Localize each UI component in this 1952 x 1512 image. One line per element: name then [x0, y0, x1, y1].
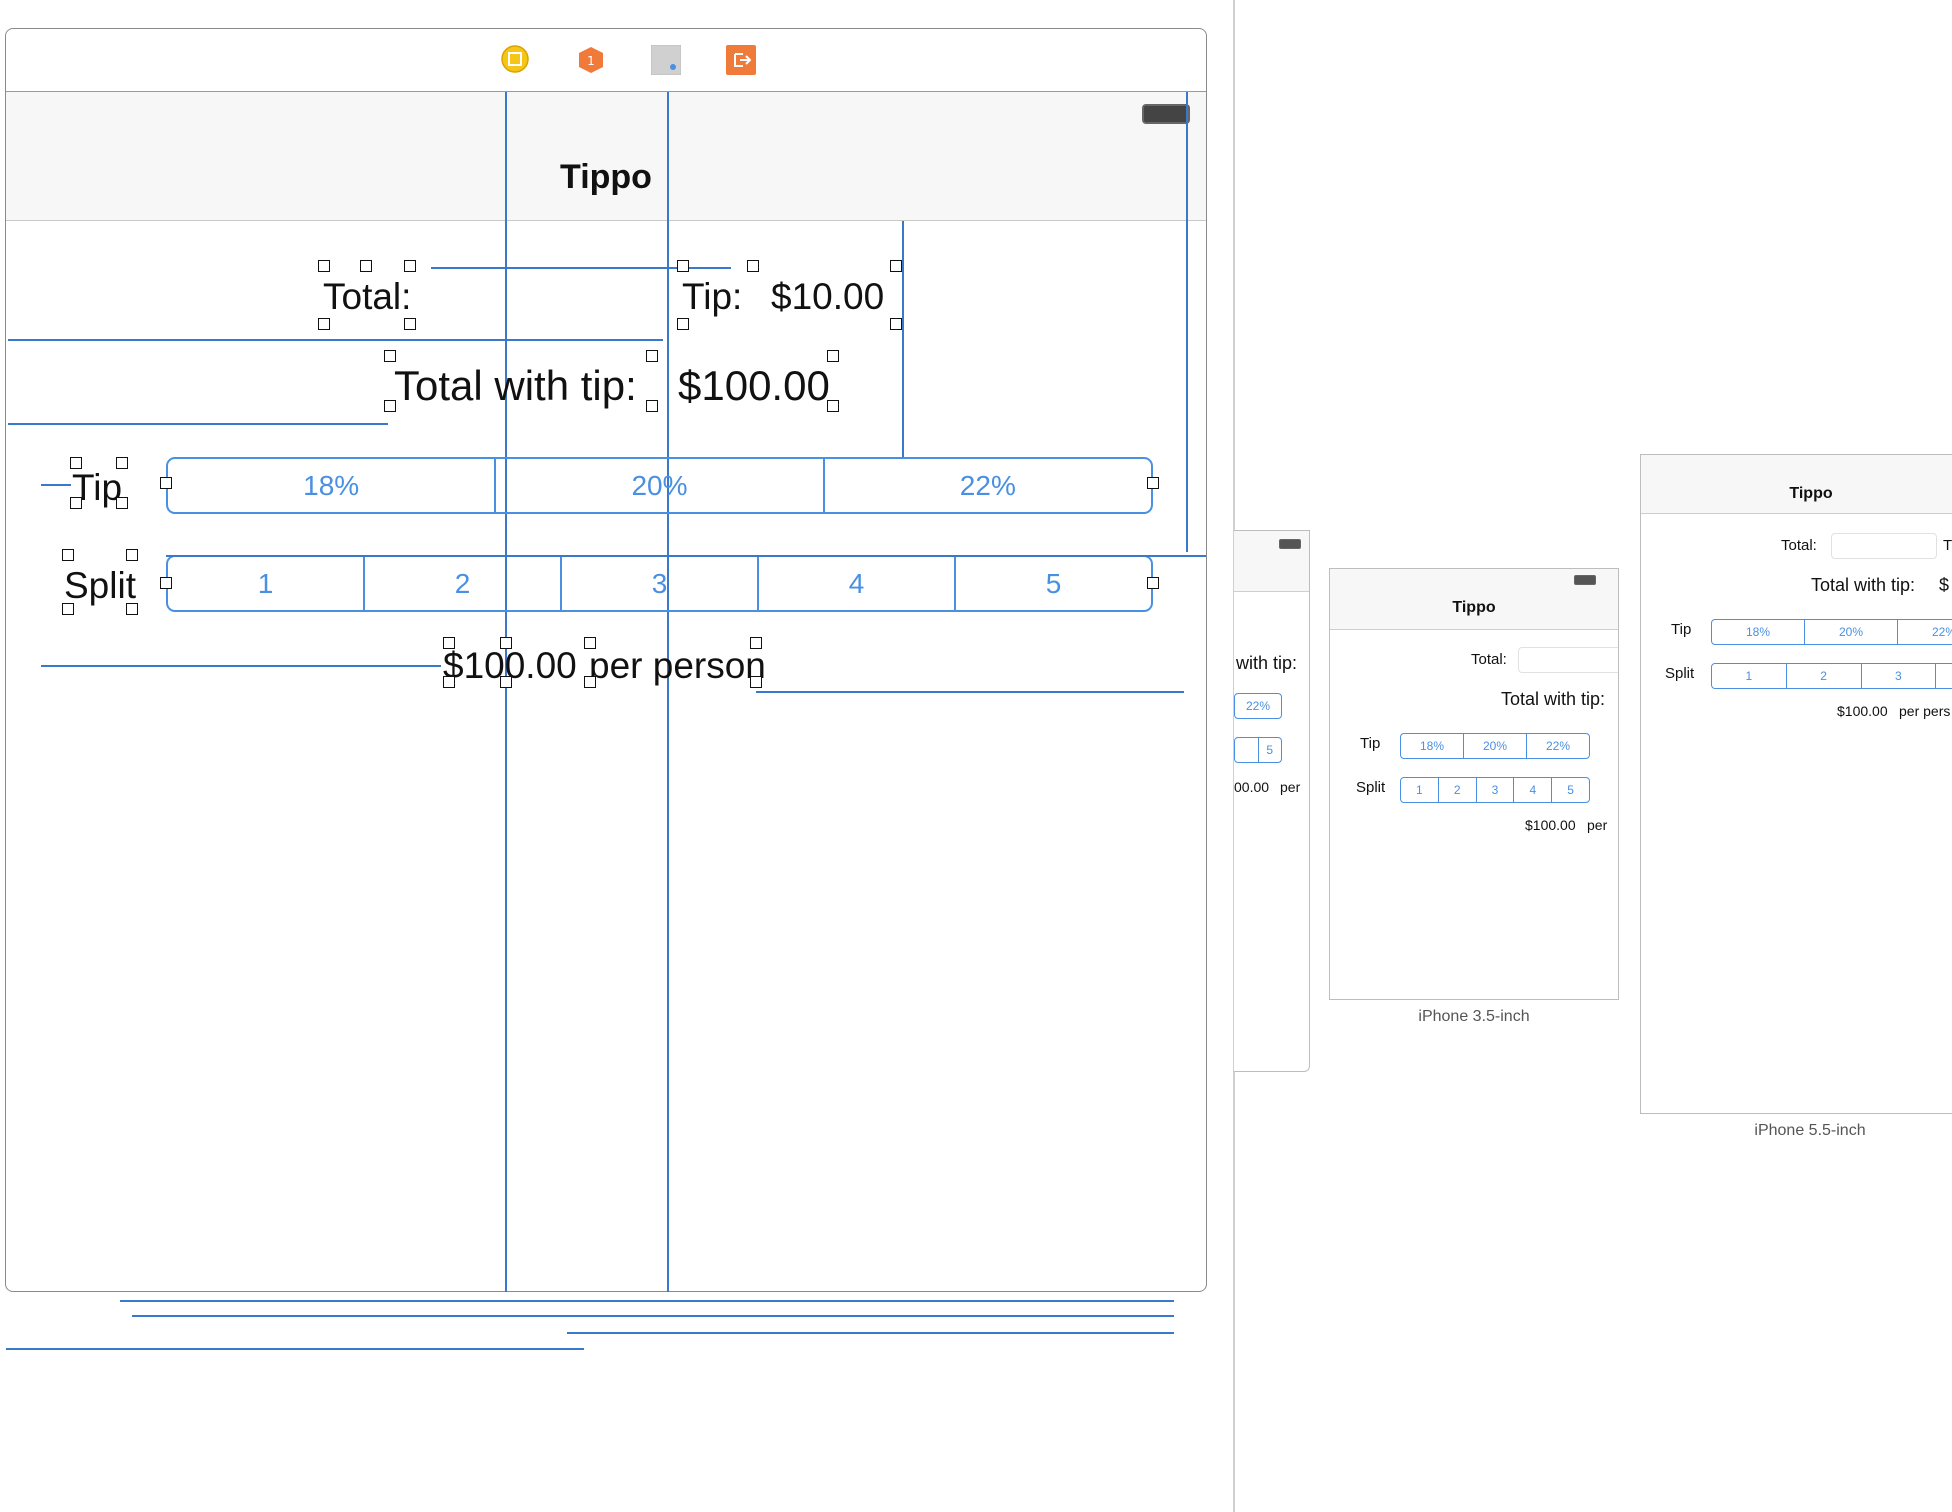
- constraint-line: [756, 691, 1184, 693]
- split-segment[interactable]: 1: [168, 557, 365, 610]
- split-segment[interactable]: 5: [1045, 567, 1062, 599]
- segment[interactable]: 5: [1266, 743, 1274, 757]
- exit-icon[interactable]: [726, 45, 756, 75]
- tip-segment[interactable]: 22%: [1545, 739, 1571, 753]
- split-segment[interactable]: 1: [1401, 778, 1439, 802]
- tip-segment[interactable]: 22%: [1931, 625, 1952, 639]
- constraint-line: [41, 665, 441, 667]
- split-segment[interactable]: 4: [1936, 664, 1952, 688]
- constraint-line: [505, 92, 507, 1292]
- first-responder-icon[interactable]: 1: [576, 45, 604, 73]
- total-with-tip-label: Total with tip:: [1811, 575, 1916, 595]
- tip-value-label[interactable]: $10.00: [771, 276, 885, 317]
- constraint-line: [567, 1332, 1174, 1334]
- split-segment[interactable]: 3: [1477, 778, 1515, 802]
- tip-label: Ti: [1943, 537, 1952, 554]
- constraint-line: [431, 267, 731, 269]
- constraint-line: [667, 92, 669, 1292]
- per-label: per: [1587, 817, 1608, 833]
- preview-nav: Tippo: [1641, 455, 1952, 514]
- total-label: Total:: [1781, 537, 1817, 554]
- split-row-label: Split: [1356, 779, 1386, 796]
- preview-iphone-35[interactable]: Tippo Total: Total with tip: Tip 18%20% 2…: [1329, 568, 1619, 1000]
- preview-iphone-55[interactable]: Tippo Total: Ti Total with tip: $ Tip 18…: [1640, 454, 1952, 1114]
- constraint-line: [8, 423, 388, 425]
- constraint-line: [6, 1348, 584, 1350]
- split-segment[interactable]: 2: [365, 557, 562, 610]
- constraint-line: [902, 221, 904, 459]
- per-amount-label: 00.00: [1234, 779, 1270, 795]
- total-with-tip-value[interactable]: $100.00: [678, 362, 830, 409]
- storyboard-scene[interactable]: 1 Tippo Total: Tip: $10.00 Total with ti…: [5, 28, 1207, 1292]
- per-amount-label: $100.00: [1525, 817, 1576, 833]
- total-with-tip-label[interactable]: Total with tip:: [394, 362, 637, 409]
- view-controller-icon[interactable]: [501, 45, 529, 73]
- split-segment[interactable]: 2: [1439, 778, 1477, 802]
- preview-caption: iPhone 5.5-inch: [1754, 1122, 1866, 1139]
- total-input[interactable]: [1831, 533, 1937, 559]
- split-segment[interactable]: 4: [759, 557, 956, 610]
- svg-text:1: 1: [587, 54, 595, 68]
- constraint-line: [120, 1300, 1174, 1302]
- split-row-label[interactable]: Split: [64, 565, 136, 606]
- constraint-line: [166, 555, 1206, 557]
- tip-row-label: Tip: [1360, 735, 1381, 752]
- tip-label[interactable]: Tip:: [682, 276, 743, 317]
- tip-segmented-control[interactable]: 18%20% 22%: [166, 457, 1153, 514]
- total-with-tip-label: with tip:: [1236, 653, 1298, 673]
- per-label: per pers: [1899, 703, 1951, 719]
- split-segment[interactable]: 1: [1712, 664, 1787, 688]
- split-segment[interactable]: 4: [1514, 778, 1553, 802]
- segment[interactable]: [1235, 738, 1259, 762]
- battery-icon: [1574, 575, 1596, 585]
- outlet-icon[interactable]: [650, 44, 682, 76]
- split-segmented-control[interactable]: 5: [1234, 737, 1282, 763]
- scene-dock: 1: [6, 29, 1206, 92]
- split-segment[interactable]: 5: [1567, 783, 1574, 797]
- tip-segmented-control[interactable]: 18%20% 22%: [1711, 619, 1952, 645]
- total-label[interactable]: Total:: [323, 276, 412, 317]
- tip-segment[interactable]: 22%: [959, 469, 1016, 501]
- split-row-label: Split: [1665, 665, 1695, 682]
- split-segment[interactable]: 3: [1862, 664, 1937, 688]
- tip-segment[interactable]: 20%: [1464, 734, 1527, 758]
- tip-segment[interactable]: 20%: [496, 459, 825, 512]
- tip-segment[interactable]: 18%: [168, 459, 497, 512]
- total-with-tip-label: Total with tip:: [1501, 689, 1606, 709]
- battery-icon: [1142, 104, 1190, 124]
- per-person-label[interactable]: per person: [589, 645, 766, 686]
- navigation-bar: Tippo: [6, 92, 1206, 221]
- preview-nav: Tippo: [1330, 569, 1618, 630]
- total-with-tip-value: $: [1939, 575, 1950, 595]
- per-label: per: [1280, 779, 1301, 795]
- constraint-line: [1186, 92, 1188, 552]
- tip-segment[interactable]: 20%: [1805, 620, 1898, 644]
- constraint-line: [132, 1315, 1174, 1317]
- split-segment[interactable]: 2: [1787, 664, 1862, 688]
- preview-nav: [1234, 531, 1309, 592]
- preview-caption: iPhone 3.5-inch: [1418, 1008, 1530, 1025]
- per-amount-label: $100.00: [1837, 703, 1888, 719]
- constraint-line: [41, 484, 71, 486]
- tip-segment[interactable]: 18%: [1401, 734, 1464, 758]
- preview-title: Tippo: [1452, 599, 1496, 616]
- total-label: Total:: [1471, 651, 1507, 668]
- nav-title: Tippo: [560, 158, 652, 196]
- tip-segment[interactable]: 18%: [1712, 620, 1805, 644]
- preview-partial[interactable]: with tip: 22% 5 00.00 per: [1234, 530, 1310, 1072]
- split-segment[interactable]: 3: [562, 557, 759, 610]
- preview-title: Tippo: [1789, 485, 1833, 502]
- tip-row-label: Tip: [1671, 621, 1692, 638]
- battery-icon: [1279, 539, 1301, 549]
- tip-segmented-control[interactable]: 22%: [1234, 693, 1282, 719]
- segment[interactable]: 22%: [1245, 699, 1271, 713]
- total-input[interactable]: [1518, 647, 1618, 673]
- constraint-line: [8, 339, 663, 341]
- tip-segmented-control[interactable]: 18%20% 22%: [1400, 733, 1590, 759]
